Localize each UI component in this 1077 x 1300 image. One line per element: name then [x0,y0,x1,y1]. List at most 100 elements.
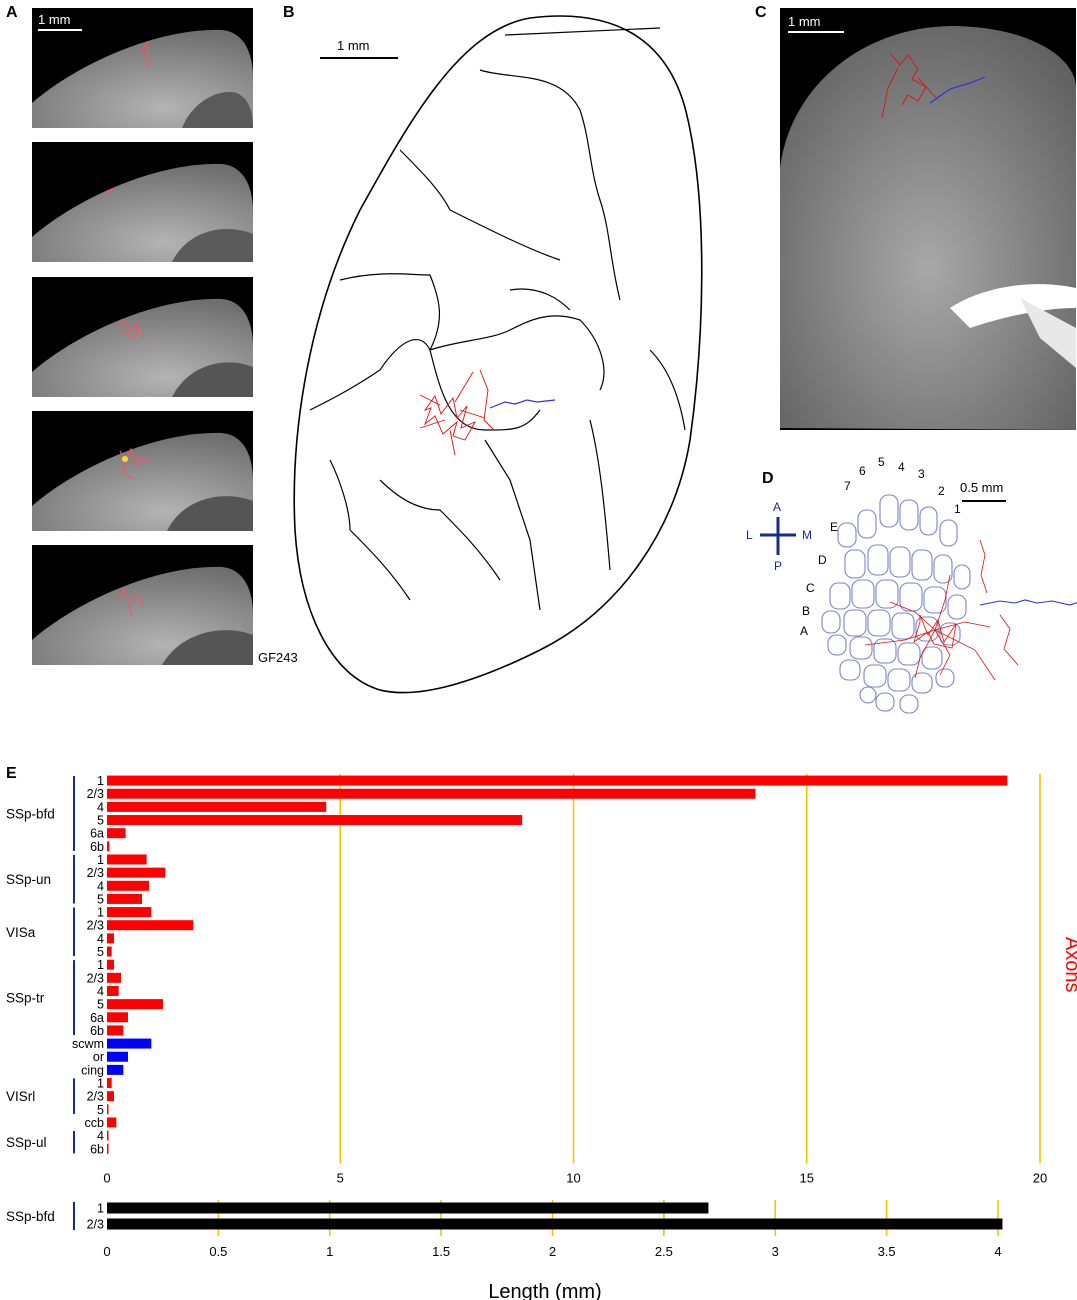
axon-bar [107,907,152,918]
axon-bar [107,828,126,839]
x-tick-label: 2 [549,1244,556,1259]
axon-bar [107,1051,128,1062]
x-tick-label: 4 [994,1244,1001,1259]
layer-label: 4 [97,984,104,998]
barrel-outline [933,554,953,584]
region-label: SSp-un [6,872,51,887]
arc-label-5: 5 [878,455,885,469]
barrel-outline [915,616,939,642]
panel-a-image-1: 1 mm [32,8,253,128]
region-label: SSp-bfd [6,806,55,821]
axon-bar [107,1091,114,1102]
x-tick-label: 20 [1033,1170,1047,1185]
sagittal-brain-slice-3 [32,298,253,397]
panel-a-image-5 [32,545,253,665]
x-tick-label: 3.5 [878,1244,896,1259]
x-tick-label: 2.5 [655,1244,673,1259]
panel-a-image-2 [32,142,253,262]
axon-trace-d [979,599,1077,606]
barrel-outline [867,544,889,576]
barrel-outline [863,664,887,688]
flatmap-outline [293,15,703,694]
axon-bar [107,788,756,799]
arc-label-7: 7 [844,479,851,493]
barrel-outline [887,668,911,692]
barrel-field-map: A P L M 1 2 3 4 5 6 7 A B C D E [746,455,1077,714]
barrel-outline [911,549,933,581]
layer-label: ccb [85,1116,105,1130]
layer-label: 5 [97,998,104,1012]
panel-d-scale-bar [962,500,1006,502]
layer-label: 2/3 [87,971,104,985]
dendrite-bar [107,1218,1003,1230]
arc-label-1: 1 [954,502,961,516]
axon-bar [107,1130,109,1141]
panel-c-letter: C [755,4,767,21]
layer-label: 2/3 [87,919,104,933]
barrel-outline [935,668,955,688]
x-tick-label: 0 [103,1170,110,1185]
axon-bar [107,933,114,944]
sagittal-brain-slice-2 [32,163,253,262]
barrel-outline [879,494,899,528]
layer-label: 1 [97,1077,104,1091]
barrel-outline [953,564,971,590]
layer-label: 5 [97,1103,104,1117]
axon-bar [107,841,110,852]
layer-label: 6a [90,827,104,841]
layer-label: scwm [72,1037,104,1051]
layer-label: 4 [97,1129,104,1143]
axon-bar [107,801,327,812]
axon-bar [107,999,163,1010]
layer-label: 1 [97,906,104,920]
layer-label: or [93,1050,104,1064]
x-tick-label: 1 [326,1244,333,1259]
x-tick-label: 5 [337,1170,344,1185]
x-tick-label: 15 [800,1170,814,1185]
region-label: SSp-tr [6,991,45,1006]
barrel-outline [899,694,919,714]
row-label-e: E [830,520,838,534]
x-tick-label: 1.5 [432,1244,450,1259]
layer-label: 5 [97,814,104,828]
coronal-brain-image [780,26,1076,430]
panel-b-letter: B [283,4,295,21]
barrel-outline [899,582,923,612]
sagittal-brain-slice-4 [32,432,253,531]
barrel-outline [839,659,861,681]
barrel-outline [911,672,933,694]
region-label: VISa [6,925,36,940]
barrel-outline [889,546,911,578]
axon-bar [107,867,166,878]
barrel-outline [837,522,857,548]
barrel-outline [875,579,899,609]
barrel-outline [899,499,919,531]
panel-d-scale-label: 0.5 mm [960,480,1004,495]
axon-bar [107,1104,109,1115]
layer-label: 2/3 [87,866,104,880]
axon-bar [107,854,147,865]
barrel-outline [843,609,867,637]
barrel-outline [939,622,961,646]
barrel-outline [923,586,947,614]
layer-label: 2/3 [87,1218,104,1232]
row-label-c: C [806,581,815,595]
orientation-compass: A P L M [746,500,812,573]
barrel-outline [859,686,877,704]
layer-label: 1 [97,774,104,788]
barrel-outline [829,582,851,610]
panel-d-letter: D [762,470,774,487]
axon-bar [107,815,523,826]
axon-bar [107,775,1008,786]
region-label: SSp-bfd [6,1209,55,1224]
panel-c-image: 1 mm [780,8,1076,430]
compass-posterior: P [774,559,782,573]
barrel-outline [851,579,875,609]
layer-label: 4 [97,800,104,814]
arc-label-6: 6 [859,464,866,478]
panel-a-scale-label: 1 mm [38,12,71,27]
barrel-outline [857,509,877,539]
x-axis-title: Length (mm) [488,1281,601,1300]
arc-label-4: 4 [898,460,905,474]
